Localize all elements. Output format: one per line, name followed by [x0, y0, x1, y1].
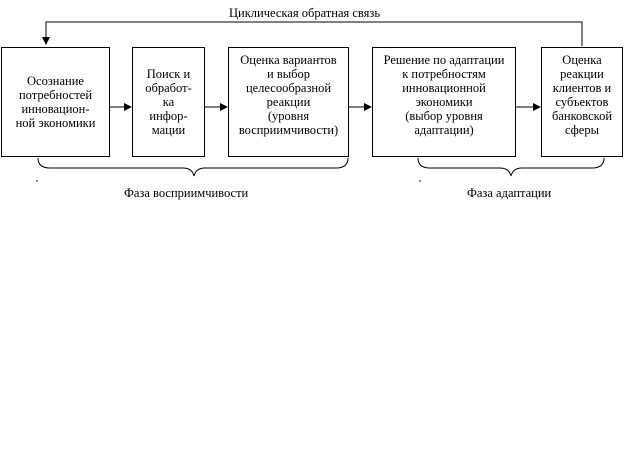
phase-adaptation-brace [417, 157, 605, 177]
box-innovation-needs-awareness: Осознание потребностей инновацион- ной э… [1, 47, 110, 157]
phase-receptivity-brace [37, 157, 349, 177]
stray-dot [419, 180, 421, 182]
box-info-search-processing: Поиск и обработ- ка инфор- мации [132, 47, 205, 157]
stray-dot [36, 180, 38, 182]
feedback-loop-arrow [42, 21, 583, 46]
box-client-reaction-evaluation: Оценка реакции клиентов и субъектов банк… [541, 47, 623, 157]
phase-adaptation-label: Фаза адаптации [467, 186, 552, 200]
box-adaptation-decision: Решение по адаптации к потребностям инно… [372, 47, 516, 157]
box-options-evaluation: Оценка вариантов и выбор целесообразной … [228, 47, 349, 157]
feedback-loop-label: Циклическая обратная связь [229, 6, 381, 20]
phase-receptivity-label: Фаза восприимчивости [124, 186, 249, 200]
